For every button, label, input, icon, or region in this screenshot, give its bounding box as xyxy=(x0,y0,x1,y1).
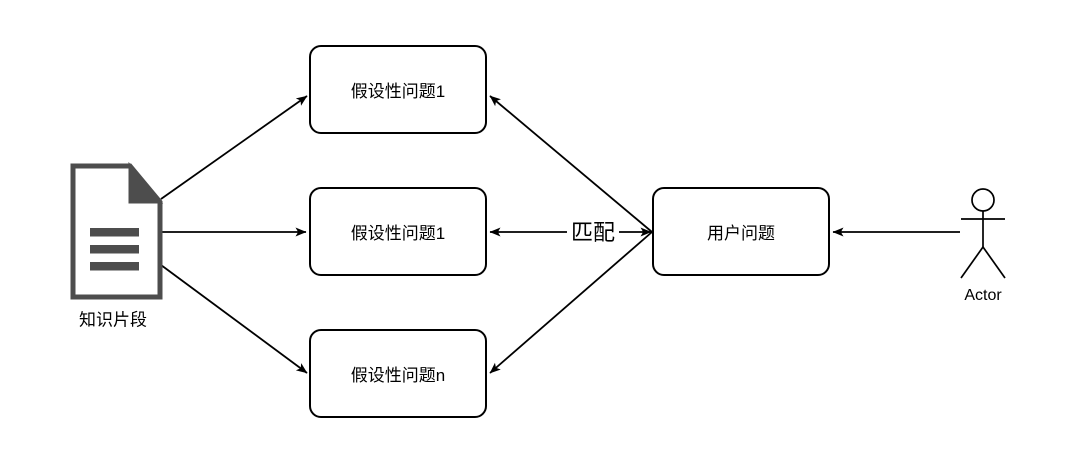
node-label: 假设性问题n xyxy=(350,366,446,385)
document-text-line xyxy=(90,262,139,271)
document-text-line xyxy=(90,228,139,237)
node-hypothetical-question-1: 假设性问题1 xyxy=(309,45,487,134)
edge-user-question-to-qn xyxy=(489,231,653,374)
edge-label-match: 匹配 xyxy=(566,220,620,246)
node-hypothetical-question-2: 假设性问题1 xyxy=(309,187,487,276)
actor-leg-left xyxy=(960,246,984,279)
actor-icon xyxy=(960,188,1006,279)
edge-user-question-to-q1 xyxy=(489,95,653,233)
document-icon xyxy=(70,161,164,300)
node-label: 假设性问题1 xyxy=(350,82,446,101)
node-hypothetical-question-n: 假设性问题n xyxy=(309,329,487,418)
edge-knowledge-to-q1 xyxy=(160,95,308,200)
actor-head xyxy=(971,188,995,212)
actor-label: Actor xyxy=(964,287,1002,304)
document-fold-corner xyxy=(128,161,164,204)
node-user-question: 用户问题 xyxy=(652,187,830,276)
node-label: 用户问题 xyxy=(707,224,775,243)
edge-knowledge-to-qn xyxy=(160,264,308,374)
knowledge-fragment-label: 知识片段 xyxy=(79,310,147,330)
actor-leg-right xyxy=(982,246,1006,279)
document-text-line xyxy=(90,245,139,254)
node-label: 假设性问题1 xyxy=(350,224,446,243)
